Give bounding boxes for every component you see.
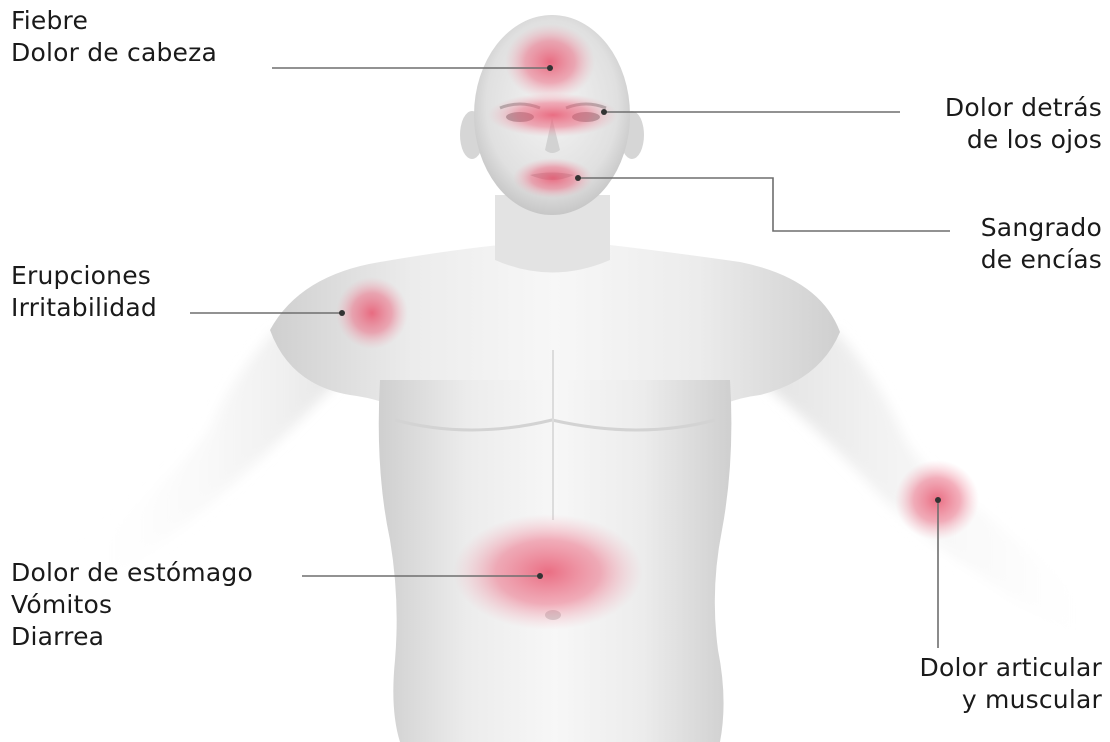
highlight-head xyxy=(505,24,595,100)
label-head-line-1: Fiebre xyxy=(11,5,217,37)
highlight-eyes xyxy=(488,93,618,137)
label-gums-line-1: Sangrado xyxy=(981,212,1102,244)
label-gums-line-2: de encías xyxy=(981,244,1102,276)
dot-head xyxy=(547,65,553,71)
label-eyes: Dolor detrás de los ojos xyxy=(945,92,1102,156)
label-joints-line-1: Dolor articular xyxy=(920,652,1103,684)
dot-shoulder xyxy=(339,310,345,316)
label-shoulder: Erupciones Irritabilidad xyxy=(11,260,157,324)
label-eyes-line-1: Dolor detrás xyxy=(945,92,1102,124)
label-head-line-2: Dolor de cabeza xyxy=(11,37,217,69)
highlight-stomach xyxy=(453,514,643,630)
dot-eyes xyxy=(601,109,607,115)
label-shoulder-line-2: Irritabilidad xyxy=(11,292,157,324)
dot-stomach xyxy=(537,573,543,579)
label-joints-line-2: y muscular xyxy=(920,684,1103,716)
dot-joints xyxy=(935,497,941,503)
dot-gums xyxy=(575,175,581,181)
leader-line-gums xyxy=(578,178,950,231)
label-shoulder-line-1: Erupciones xyxy=(11,260,157,292)
label-stomach-line-2: Vómitos xyxy=(11,589,253,621)
label-stomach: Dolor de estómago Vómitos Diarrea xyxy=(11,557,253,653)
label-gums: Sangrado de encías xyxy=(981,212,1102,276)
label-stomach-line-1: Dolor de estómago xyxy=(11,557,253,589)
label-joints: Dolor articular y muscular xyxy=(920,652,1103,716)
label-stomach-line-3: Diarrea xyxy=(11,621,253,653)
label-head: Fiebre Dolor de cabeza xyxy=(11,5,217,69)
label-eyes-line-2: de los ojos xyxy=(945,124,1102,156)
highlight-shoulder xyxy=(336,277,408,349)
